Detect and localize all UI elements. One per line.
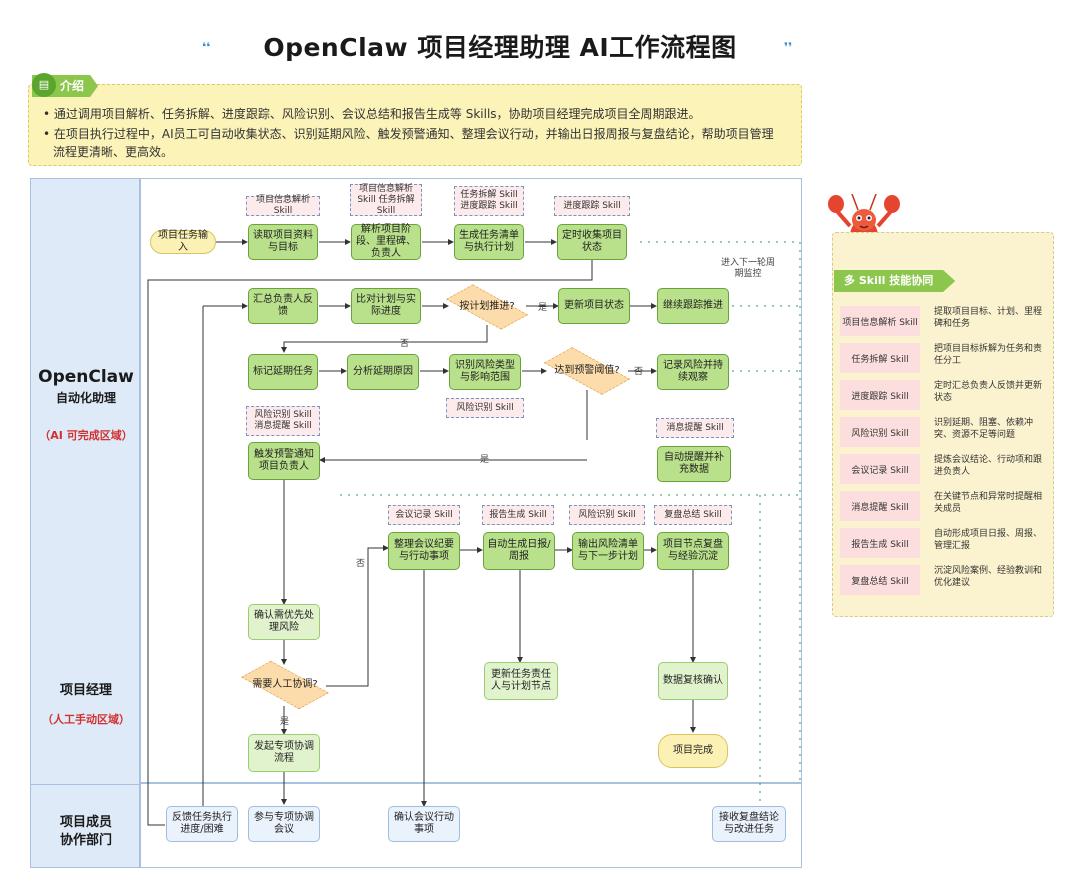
yes-label-1: 是 [538,303,548,313]
no-label-3: 否 [356,559,366,569]
lane-ai-subtitle: 自动化助理 [55,391,116,405]
lane-mem-title-1: 项目成员 [59,815,112,830]
panel-skill-desc: 定时汇总负责人反馈并更新状态 [934,381,1043,403]
title-deco-right: ❜❜ [784,40,793,54]
lane-label-column: OpenClaw 自动化助理 （AI 可完成区域） 项目经理 （人工手动区域） … [30,178,141,868]
node-risk-list: 输出风险清单与下一步计划 [572,532,644,570]
start-node: 项目任务输入 [150,230,216,254]
skill-tag-3: 任务拆解 Skill 进度跟踪 Skill [454,186,524,216]
node-receive-review: 接收复盘结论与改进任务 [712,806,786,842]
panel-row: 任务拆解 Skill 把项目目标拆解为任务和责任分工 [840,343,1046,373]
skill-tag-9: 报告生成 Skill [482,505,554,525]
panel-row: 会议记录 Skill 提炼会议结论、行动项和跟进负责人 [840,454,1046,484]
panel-row: 消息提醒 Skill 在关键节点和异常时提醒相关成员 [840,491,1046,521]
skill-panel-tag: 多 Skill 技能协同 [834,270,956,292]
intro-bullet-2: • 在项目执行过程中，AI员工可自动收集状态、识别延期风险、触发预警通知、整理会… [43,127,774,141]
panel-skill-name: 任务拆解 Skill [840,343,920,373]
title-deco-left: ❛❛ [202,40,211,54]
enter-next-cycle-label: 进入下一轮周期监控 [720,258,775,279]
skill-tag-8: 会议记录 Skill [388,505,460,525]
node-join-meeting: 参与专项协调会议 [248,806,320,842]
panel-skill-name: 项目信息解析 Skill [840,306,920,336]
panel-row: 项目信息解析 Skill 提取项目目标、计划、里程碑和任务 [840,306,1046,336]
panel-skill-name: 复盘总结 Skill [840,565,920,595]
decision-manual: 需要人工协调? [244,664,326,706]
intro-bullet-3: 流程更清晰、更高效。 [53,145,174,159]
decision-on-plan: 按计划推进? [448,288,526,326]
yes-label-2: 是 [480,455,490,465]
node-record-risk: 记录风险并持续观察 [657,354,729,390]
node-gen-report: 自动生成日报/周报 [483,532,555,570]
decision-threshold-label: 达到预警阈值? [554,365,620,376]
panel-row: 风险识别 Skill 识别延期、阻塞、依赖冲突、资源不足等问题 [840,417,1046,447]
node-review: 项目节点复盘与经验沉淀 [657,532,729,570]
lane-divider [31,784,141,785]
no-label-2: 否 [634,367,644,377]
skill-tag-10: 风险识别 Skill [569,505,645,525]
skill-tag-11: 复盘总结 Skill [654,505,732,525]
node-start-coordination: 发起专项协调流程 [248,734,320,772]
node-confirm-actions: 确认会议行动事项 [388,806,460,842]
panel-skill-desc: 提取项目目标、计划、里程碑和任务 [934,307,1043,329]
panel-skill-desc: 识别延期、阻塞、依赖冲突、资源不足等问题 [934,418,1034,440]
node-project-done: 项目完成 [658,734,728,768]
skill-tag-7: 消息提醒 Skill [656,418,734,438]
node-update-owner: 更新任务责任人与计划节点 [484,662,558,700]
node-mark-delay: 标记延期任务 [248,354,318,390]
node-collect-status: 定时收集项目状态 [557,224,627,260]
node-report-progress: 反馈任务执行进度/困难 [166,806,238,842]
node-task-plan: 生成任务清单与执行计划 [454,224,524,260]
decision-on-plan-label: 按计划推进? [459,301,515,312]
lane-mem-title-2: 协作部门 [59,833,112,848]
node-identify-risk: 识别风险类型与影响范围 [449,354,521,390]
node-trigger-alert: 触发预警通知项目负责人 [248,442,320,480]
skill-tag-1: 项目信息解析 Skill [246,195,320,216]
panel-skill-name: 进度跟踪 Skill [840,380,920,410]
lane-pm-note: （人工手动区域） [42,713,130,726]
no-label-1: 否 [400,339,410,349]
node-read-project: 读取项目资料与目标 [248,224,318,260]
skill-tag-5: 风险识别 Skill [446,398,524,418]
panel-skill-desc: 在关键节点和异常时提醒相关成员 [934,492,1043,514]
lane-pm-title: 项目经理 [59,683,112,698]
skill-tag-4: 进度跟踪 Skill [554,196,630,216]
lane-ai-title: OpenClaw [38,367,134,387]
node-analyze-delay: 分析延期原因 [347,354,419,390]
intro-icon: ▤ [32,73,56,97]
lane-ai-note: （AI 可完成区域） [39,429,133,442]
panel-skill-name: 会议记录 Skill [840,454,920,484]
node-meeting-notes: 整理会议纪要与行动事项 [388,532,460,570]
panel-skill-name: 消息提醒 Skill [840,491,920,521]
panel-skill-desc: 提炼会议结论、行动项和跟进负责人 [934,455,1043,477]
yes-label-3: 是 [280,717,290,727]
node-data-recheck: 数据复核确认 [658,662,728,700]
node-compare-plan: 比对计划与实际进度 [351,288,421,324]
skill-tag-6: 风险识别 Skill 消息提醒 Skill [246,406,320,436]
panel-skill-desc: 把项目目标拆解为任务和责任分工 [934,344,1043,366]
panel-skill-desc: 沉淀风险案例、经验教训和优化建议 [934,566,1043,588]
node-update-status: 更新项目状态 [558,288,630,324]
node-auto-remind: 自动提醒并补充数据 [657,446,731,482]
panel-row: 报告生成 Skill 自动形成项目日报、周报、管理汇报 [840,528,1046,558]
panel-skill-desc: 自动形成项目日报、周报、管理汇报 [934,529,1043,551]
intro-box: • 通过调用项目解析、任务拆解、进度跟踪、风险识别、会议总结和报告生成等 Ski… [28,84,802,166]
panel-skill-name: 风险识别 Skill [840,417,920,447]
node-parse-stages: 解析项目阶段、里程碑、负责人 [351,224,421,260]
panel-row: 进度跟踪 Skill 定时汇总负责人反馈并更新状态 [840,380,1046,410]
page-title: OpenClaw 项目经理助理 AI工作流程图 [263,33,737,62]
decision-threshold: 达到预警阈值? [546,351,628,391]
skill-tag-2: 项目信息解析 Skill 任务拆解 Skill [350,184,422,216]
node-confirm-risk: 确认需优先处理风险 [248,604,320,640]
decision-manual-label: 需要人工协调? [252,679,318,690]
panel-row: 复盘总结 Skill 沉淀风险案例、经验教训和优化建议 [840,565,1046,595]
node-summarize-feedback: 汇总负责人反馈 [248,288,318,324]
intro-bullet-1: • 通过调用项目解析、任务拆解、进度跟踪、风险识别、会议总结和报告生成等 Ski… [43,107,701,121]
panel-skill-name: 报告生成 Skill [840,528,920,558]
node-continue-tracking: 继续跟踪推进 [657,288,729,324]
